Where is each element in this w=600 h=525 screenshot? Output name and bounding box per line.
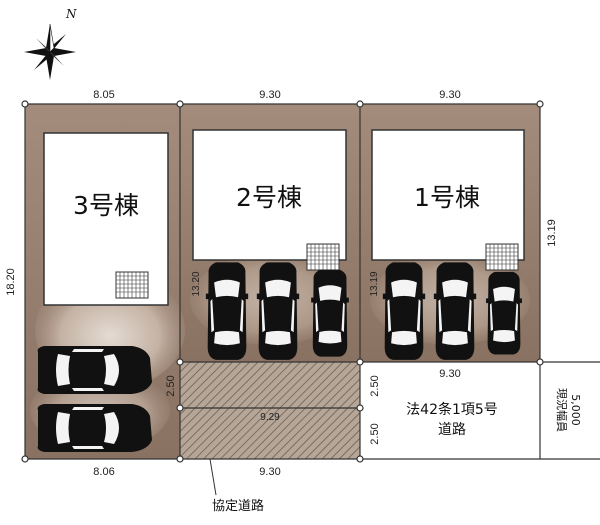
north-arrow-compass-icon: N (24, 7, 77, 80)
house-1: 1号棟 (371, 129, 525, 271)
ac-unit-icon (485, 243, 519, 271)
dim-lot2-bottom: 9.30 (259, 466, 280, 478)
public-road-label-line2: 道路 (438, 422, 466, 438)
dim-right-depth: 13.19 (546, 219, 558, 247)
dim-lot1-depth: 13.19 (369, 271, 380, 296)
dim-lot1-top: 9.30 (439, 89, 460, 101)
car-icon (486, 271, 522, 355)
car-icon (311, 269, 349, 357)
public-road-area (360, 362, 540, 459)
agreement-road-strip-upper (180, 362, 360, 408)
car-icon (37, 346, 152, 394)
car-icon (256, 262, 300, 360)
boundary-points (21, 100, 544, 463)
dim-lot3-bottom: 8.06 (93, 466, 114, 478)
agreement-road-leader (209, 458, 217, 496)
dim-strip-upper-right: 2.50 (369, 375, 381, 396)
north-label: N (65, 7, 77, 21)
road-width-value: 5,000 (569, 394, 582, 426)
public-road-label-line1: 法42条1項5号 (406, 401, 498, 418)
dim-lot2-depth: 13.20 (191, 271, 202, 296)
car-icon (433, 262, 477, 360)
house-2: 2号棟 (192, 129, 347, 271)
ac-unit-icon (115, 271, 149, 299)
dim-lot3-depth: 18.20 (5, 268, 17, 296)
car-icon (205, 262, 249, 360)
dim-strip-lower: 2.50 (369, 423, 381, 444)
dim-agreement-middle: 9.29 (260, 412, 280, 423)
house-1-label: 1号棟 (414, 183, 480, 212)
agreement-road-label: 協定道路 (212, 498, 264, 514)
dim-lot2-top: 9.30 (259, 89, 280, 101)
car-icon (37, 404, 152, 452)
dim-strip-upper: 2.50 (165, 375, 177, 396)
lot-boundaries (24, 103, 600, 460)
car-icon (382, 262, 426, 360)
agreement-road-strip-lower (180, 408, 360, 459)
road-width-label: 現況幅員 (555, 388, 569, 432)
house-3: 3号棟 (43, 132, 169, 306)
house-3-label: 3号棟 (73, 191, 139, 220)
house-2-label: 2号棟 (236, 183, 302, 212)
dim-lot3-top: 8.05 (93, 89, 114, 101)
ac-unit-icon (306, 243, 340, 271)
dim-road-top: 9.30 (439, 368, 460, 380)
